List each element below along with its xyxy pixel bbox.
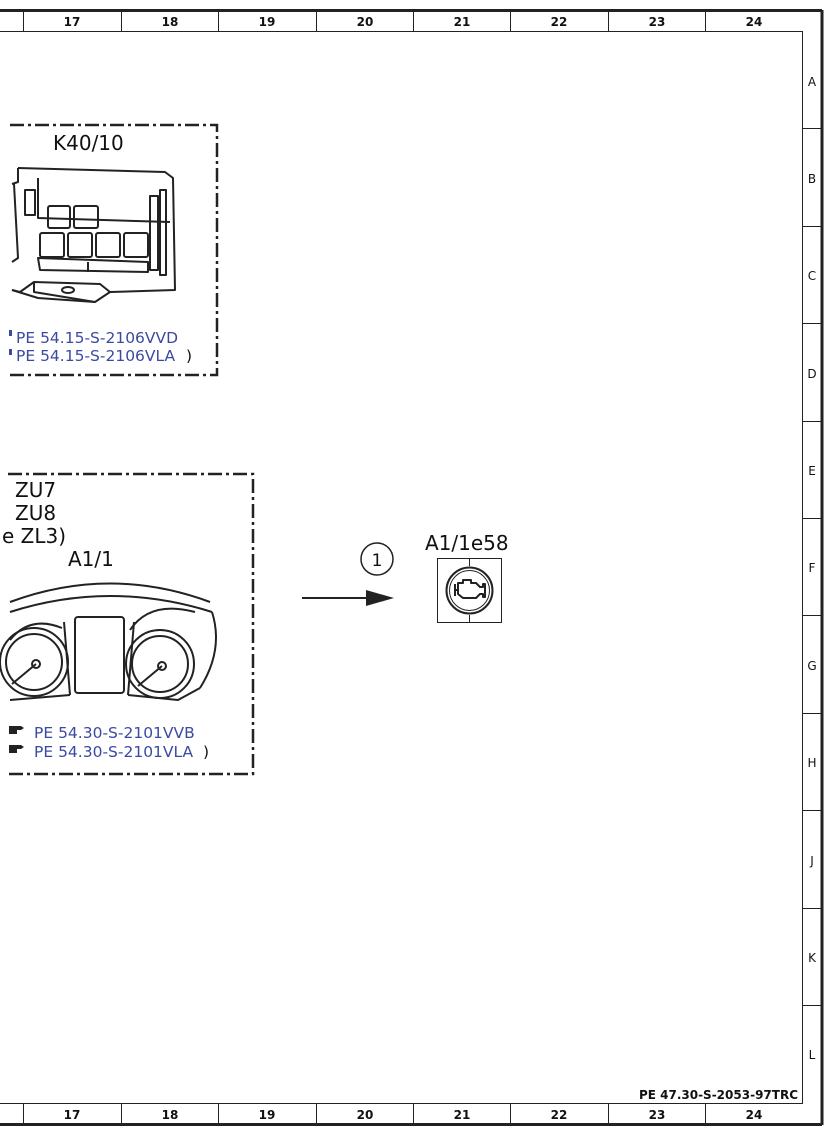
sheet-frame [0,9,824,1126]
cluster-variant-2: ZU8 [15,501,56,525]
row-h: H [807,756,816,770]
col-21-bottom: 21 [454,1108,471,1122]
col-19-bottom: 19 [259,1108,276,1122]
col-20-bottom: 20 [357,1108,374,1122]
cluster-ref-1[interactable]: PE 54.30-S-2101VVB [34,724,195,742]
relay-module-illustration [11,167,176,303]
row-d: D [807,367,816,381]
row-g: G [807,659,816,673]
relay-ref-2-suffix: ) [186,347,192,365]
row-c: C [808,269,816,283]
col-17-top: 17 [64,15,81,29]
row-l: L [809,1048,816,1062]
column-ticks [23,10,706,1124]
column-labels-bottom: 17 18 19 20 21 22 23 24 [64,1108,763,1122]
col-23-top: 23 [649,15,666,29]
relay-label: K40/10 [53,131,124,155]
cluster-variant-3: e ZL3) [2,524,66,548]
row-b: B [808,172,816,186]
col-24-top: 24 [746,15,763,29]
col-24-bottom: 24 [746,1108,763,1122]
col-22-bottom: 22 [551,1108,568,1122]
row-k: K [808,951,817,965]
row-ticks [803,128,822,1006]
instrument-cluster-group: ZU7 ZU8 e ZL3) A1/1 [0,472,255,776]
cluster-label: A1/1 [68,547,114,571]
col-21-top: 21 [454,15,471,29]
relay-box-border [10,123,219,377]
cluster-ref-2[interactable]: PE 54.30-S-2101VLA [34,743,194,761]
cluster-box-border [8,472,255,776]
arrow-head-icon [366,590,394,606]
col-20-top: 20 [357,15,374,29]
column-labels-top: 17 18 19 20 21 22 23 24 [64,15,763,29]
col-18-top: 18 [162,15,179,29]
cluster-variant-1: ZU7 [15,478,56,502]
cluster-ref-2-suffix: ) [203,743,209,761]
callout-group: 1 [302,542,394,606]
indicator-label: A1/1e58 [425,531,509,555]
relay-module-group: K40/10 PE 54.15-S-2106VVD [9,123,219,377]
row-a: A [808,75,817,89]
row-f: F [809,561,816,575]
relay-ref-2[interactable]: PE 54.15-S-2106VLA [16,347,176,365]
col-18-bottom: 18 [162,1108,179,1122]
row-e: E [808,464,816,478]
row-labels: A B C D E F G H J K L [807,75,817,1062]
row-j: J [809,854,814,868]
col-22-top: 22 [551,15,568,29]
callout-number: 1 [372,551,383,571]
callout-circle [360,542,394,576]
indicator-lamp-group: A1/1e58 [425,531,509,623]
col-17-bottom: 17 [64,1108,81,1122]
pointing-hand-icon [9,726,24,753]
col-19-top: 19 [259,15,276,29]
col-23-bottom: 23 [649,1108,666,1122]
engine-check-icon [445,566,494,615]
instrument-cluster-illustration [0,582,217,701]
relay-ref-markers [9,330,12,355]
relay-ref-1[interactable]: PE 54.15-S-2106VVD [16,329,178,347]
document-code: PE 47.30-S-2053-97TRC [639,1088,798,1102]
